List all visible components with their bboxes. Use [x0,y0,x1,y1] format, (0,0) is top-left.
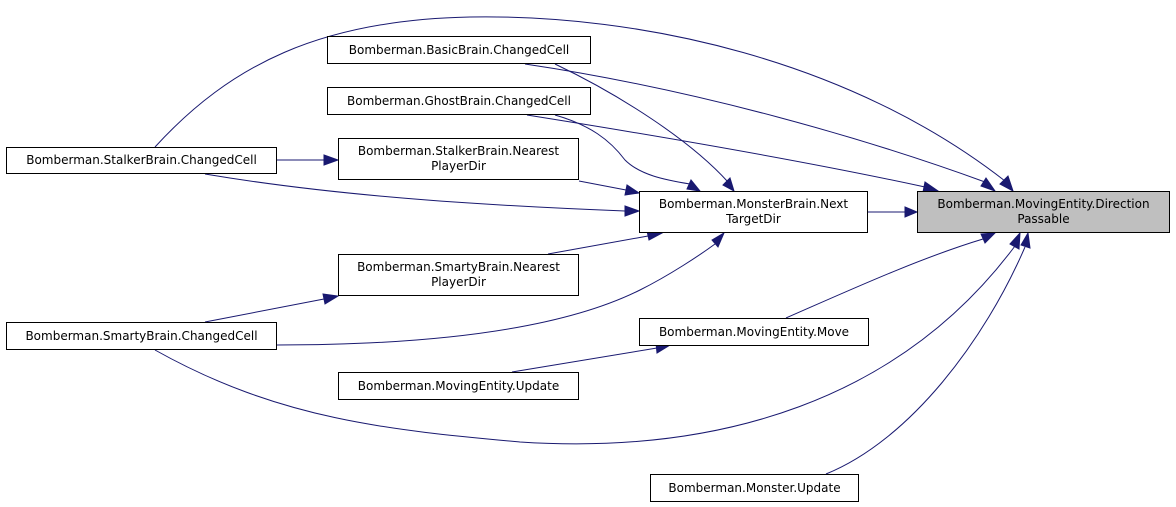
node-label: Bomberman.MovingEntity.Update [357,378,560,393]
edge-smarty-changed-to-passable [154,245,1016,445]
edge-smarty-changed-to-smarty-nearest [204,298,325,323]
node-label: Bomberman.MovingEntity.Move [658,324,850,339]
edge-move-to-passable [785,238,984,319]
node-smartybrain-nearest-player-dir[interactable]: Bomberman.SmartyBrain.Nearest PlayerDir [338,254,579,296]
node-label: Bomberman.Monster.Update [668,480,841,495]
node-label: Bomberman.BasicBrain.ChangedCell [348,42,570,57]
node-label-line2: PlayerDir [431,275,486,289]
arrowhead [624,205,641,217]
edge-stalker-changed-to-monsterbrain [204,173,626,212]
node-label-line2: PlayerDir [431,159,486,173]
edge-ghostbrain-to-monsterbrain [554,114,691,185]
node-label-line2: Passable [1017,212,1070,226]
node-smartybrain-changed-cell[interactable]: Bomberman.SmartyBrain.ChangedCell [6,322,277,350]
arrowhead [711,231,726,248]
node-label-line1: Bomberman.MovingEntity.Direction [937,197,1150,211]
arrowhead [1020,231,1031,249]
node-movingentity-update[interactable]: Bomberman.MovingEntity.Update [338,372,579,400]
arrowhead [624,184,641,196]
node-stalkerbrain-changed-cell[interactable]: Bomberman.StalkerBrain.ChangedCell [6,147,277,174]
edge-smarty-nearest-to-monsterbrain [547,235,649,255]
arrowhead [686,179,702,192]
node-monster-update[interactable]: Bomberman.Monster.Update [650,474,859,502]
node-label-line2: TargetDir [726,212,781,226]
edge-ghostbrain-to-passable [526,114,926,188]
node-label-line1: Bomberman.SmartyBrain.Nearest [357,260,560,274]
node-label-line1: Bomberman.StalkerBrain.Nearest [357,144,560,158]
edge-stalker-changed-to-passable [154,16,1006,182]
arrowhead [323,154,340,166]
node-ghostbrain-changed-cell[interactable]: Bomberman.GhostBrain.ChangedCell [327,87,591,115]
arrowhead [722,177,735,193]
arrowhead [980,177,997,192]
edge-basicbrain-to-monsterbrain [554,63,729,183]
arrowhead [322,293,340,305]
node-stalkerbrain-nearest-player-dir[interactable]: Bomberman.StalkerBrain.Nearest PlayerDir [338,138,579,180]
edge-smarty-changed-to-monsterbrain [276,243,716,346]
node-label: Bomberman.SmartyBrain.ChangedCell [25,328,258,343]
edge-monster-update-to-passable [825,246,1026,475]
edge-stalker-nearest-to-monsterbrain [578,180,627,191]
node-monsterbrain-next-target-dir[interactable]: Bomberman.MonsterBrain.Next TargetDir [639,191,868,233]
edge-basicbrain-to-passable [524,63,986,183]
node-label: Bomberman.StalkerBrain.ChangedCell [26,153,257,167]
arrowhead [980,232,997,244]
node-direction-passable: Bomberman.MovingEntity.Direction Passabl… [917,191,1170,233]
arrowhead [1009,231,1021,250]
arrowhead [999,175,1014,193]
node-label-line1: Bomberman.MonsterBrain.Next [658,197,849,211]
node-basicbrain-changed-cell[interactable]: Bomberman.BasicBrain.ChangedCell [327,36,591,64]
node-label: Bomberman.GhostBrain.ChangedCell [347,93,571,108]
arrowhead [904,206,919,218]
node-movingentity-move[interactable]: Bomberman.MovingEntity.Move [639,318,869,346]
edge-movingentity-update-to-move [511,347,658,373]
